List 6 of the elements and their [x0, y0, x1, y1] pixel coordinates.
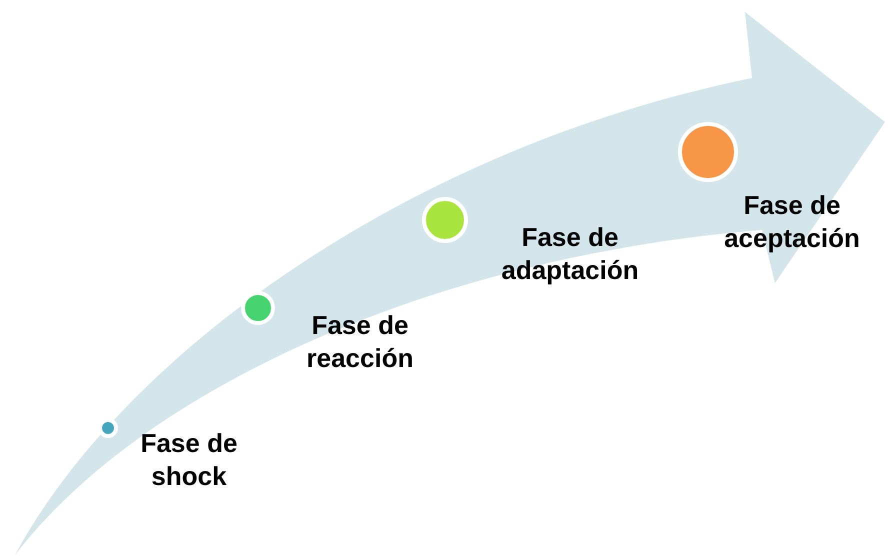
phase-label: Fase de aceptación — [723, 189, 861, 255]
phase-marker — [239, 289, 277, 327]
phase-label: Fase de reacción — [306, 309, 414, 375]
phase-marker — [676, 120, 740, 184]
phase-label: Fase de adaptación — [500, 221, 640, 287]
phase-label: Fase de shock — [140, 427, 238, 493]
